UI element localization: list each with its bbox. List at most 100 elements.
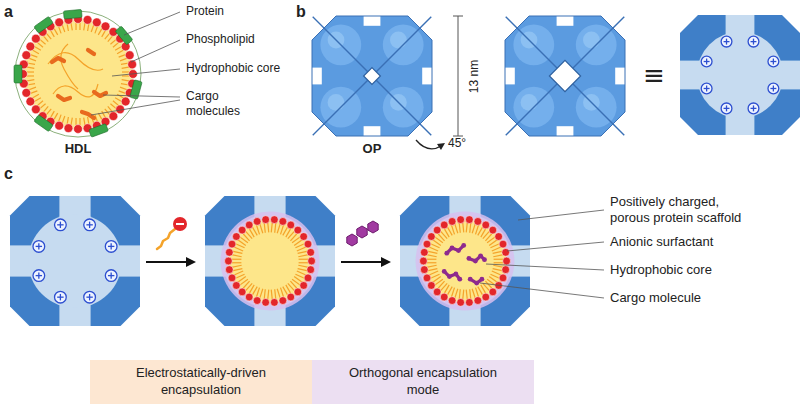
lipid-head — [22, 51, 31, 60]
cargo-molecule — [447, 245, 464, 253]
cargo-molecule — [444, 271, 460, 279]
plus-bar — [726, 105, 727, 111]
subunit-highlight — [328, 94, 345, 111]
central-pore — [549, 60, 580, 91]
surfactant-tail — [157, 229, 175, 249]
lipid-head — [26, 42, 35, 51]
lipid-head — [238, 226, 246, 234]
pore-notch — [422, 68, 433, 85]
lipid-head — [308, 257, 316, 265]
surfactant-glow — [221, 212, 320, 311]
charge-circle — [701, 83, 712, 94]
lipid-head — [423, 240, 431, 248]
lipid-head — [74, 125, 83, 134]
lipid-head — [279, 218, 287, 226]
subunit-seam — [372, 17, 431, 76]
plus-bar — [773, 59, 774, 65]
cargo-icon — [347, 221, 378, 246]
band-text: Orthogonal encapsulation mode — [338, 365, 508, 399]
lipid-head — [26, 97, 35, 106]
core-lipid — [61, 44, 78, 89]
subunit-seam — [565, 76, 624, 135]
lipid-head — [448, 218, 456, 226]
lipid-head — [440, 293, 448, 301]
lipid-head — [465, 298, 473, 306]
charge-circle — [55, 291, 67, 303]
protein-cage-render — [504, 15, 626, 137]
charge-circle — [768, 56, 779, 67]
cargo-atom — [474, 281, 479, 286]
plus-bar — [773, 86, 774, 92]
charge-circle — [105, 241, 117, 253]
lipid-head — [287, 221, 295, 229]
panel-letter: a — [4, 2, 13, 22]
apolipoprotein — [63, 9, 82, 19]
plus-bar — [60, 222, 61, 228]
lipid-head — [300, 282, 308, 290]
band-text: Electrostatically-driven encapsulation — [116, 365, 286, 399]
cargo-molecule — [88, 50, 94, 54]
lipid-head — [31, 105, 40, 114]
angle-label: 45° — [448, 136, 466, 151]
lipid-head — [482, 221, 490, 229]
charge-circle — [721, 103, 732, 114]
leader-line — [91, 100, 180, 115]
arrow-head — [381, 257, 391, 267]
lipid-head — [245, 293, 253, 301]
lipid-head — [474, 297, 482, 305]
lipid-head — [64, 124, 73, 133]
lipid-head — [125, 51, 134, 60]
lipid-head — [279, 297, 287, 305]
leader-line — [103, 95, 180, 97]
hdl-outline — [15, 11, 141, 137]
plus-bar — [111, 243, 112, 249]
lipid-head — [225, 266, 233, 274]
lipid-head — [489, 226, 497, 234]
cargo-atom — [468, 277, 473, 282]
lipid-head — [294, 288, 302, 296]
part-label: Cargo molecule — [610, 290, 701, 306]
lipid-head — [420, 257, 428, 265]
lipid-head — [440, 221, 448, 229]
arrow-head — [186, 257, 196, 267]
plus-bar — [726, 39, 727, 45]
charge-circle — [55, 219, 67, 231]
leader-line — [507, 242, 604, 251]
leader-line — [480, 283, 604, 298]
lipid-head — [502, 266, 510, 274]
apolipoprotein — [89, 124, 109, 138]
lipid-head — [22, 88, 31, 97]
step-arrow — [146, 261, 188, 263]
cargo-atom — [454, 272, 459, 277]
lipid-head — [457, 216, 465, 224]
cargo-molecule — [52, 58, 64, 62]
lipid-head — [270, 216, 278, 224]
subunit-seam — [565, 17, 624, 76]
apolipoprotein — [14, 65, 22, 83]
leader-line — [518, 210, 604, 220]
hydrophobic-core — [423, 219, 506, 302]
subunit-seam — [313, 76, 372, 135]
lipid-head — [300, 233, 308, 241]
arrow-head — [437, 143, 445, 150]
step-band: Electrostatically-driven encapsulation — [90, 360, 312, 404]
charge-circle — [768, 83, 779, 94]
charge-circle — [84, 219, 96, 231]
lipid-head — [502, 248, 510, 256]
cargo-ring — [357, 226, 367, 238]
lipid-head — [253, 297, 261, 305]
cage-body — [400, 196, 530, 326]
leader-line — [486, 264, 604, 270]
cage-body — [205, 196, 335, 326]
cage-cavity — [697, 32, 783, 118]
cage-surface — [312, 16, 432, 136]
lipid-head — [427, 282, 435, 290]
lipid-head — [304, 240, 312, 248]
leader-line — [112, 69, 180, 76]
lipid-head — [482, 293, 490, 301]
part-label: Hydrophobic core — [610, 262, 712, 278]
lipid-head — [433, 288, 441, 296]
plus-bar — [753, 105, 754, 111]
lipid-head — [489, 288, 497, 296]
lipid-head — [307, 248, 315, 256]
